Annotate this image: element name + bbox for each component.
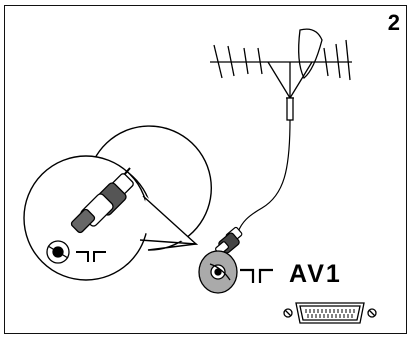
- scart-connector-icon: [283, 302, 377, 324]
- magnified-plug-icon: [46, 167, 134, 264]
- antenna-cable: [237, 119, 291, 233]
- antenna-symbol-icon: [76, 251, 106, 262]
- antenna-socket-icon: [198, 250, 238, 294]
- step-number: 2: [387, 10, 400, 35]
- socket-antenna-symbol-icon: [240, 268, 273, 283]
- antenna-icon: [210, 28, 352, 121]
- connector-label: AV1: [289, 260, 342, 288]
